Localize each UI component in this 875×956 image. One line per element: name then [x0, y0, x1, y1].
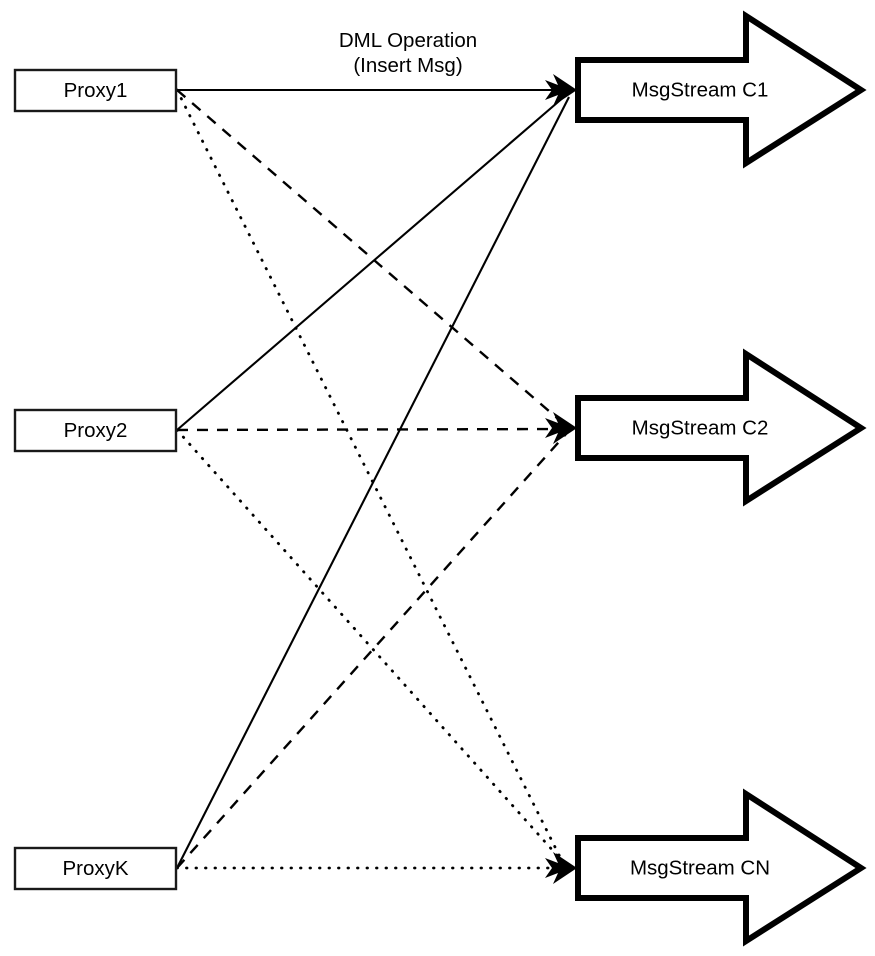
dml-operation-line2: (Insert Msg)	[353, 54, 462, 77]
arrowheads-layer	[545, 74, 577, 884]
links-layer	[175, 88, 570, 870]
link-proxyK-to-c2	[176, 433, 567, 869]
proxyk-label: ProxyK	[62, 857, 128, 880]
proxyk-box[interactable]	[13, 846, 178, 891]
arrowhead-into-c1	[545, 74, 577, 106]
link-proxy2-to-c1	[176, 95, 566, 431]
proxy2-box[interactable]	[13, 408, 178, 453]
proxy1-box[interactable]	[13, 68, 178, 113]
msgstream-cn-label: MsgStream CN	[630, 856, 770, 879]
arrowhead-into-cn	[545, 852, 577, 884]
proxy2-label: Proxy2	[64, 419, 128, 442]
link-proxyK-to-c1	[176, 96, 570, 869]
stream-node-c2[interactable]: MsgStream C2	[575, 348, 867, 507]
link-proxy1-to-cn	[175, 88, 564, 863]
proxy-node-proxyk[interactable]: ProxyK	[13, 846, 178, 891]
link-proxy2-to-cn	[175, 428, 565, 864]
stream-node-c1[interactable]: MsgStream C1	[575, 10, 867, 169]
proxy-node-proxy1[interactable]: Proxy1	[13, 68, 178, 113]
msgstream-c1-label: MsgStream C1	[632, 78, 769, 101]
msgstream-cn-arrow-shape[interactable]	[575, 788, 867, 947]
msgstream-c2-arrow-shape[interactable]	[575, 348, 867, 507]
dml-operation-line1: DML Operation	[339, 29, 477, 52]
proxy-node-proxy2[interactable]: Proxy2	[13, 408, 178, 453]
proxy1-label: Proxy1	[64, 79, 128, 102]
msgstream-c1-arrow-shape[interactable]	[575, 10, 867, 169]
dml-operation-annotation: DML Operation (Insert Msg)	[339, 29, 477, 77]
link-proxy1-to-c2	[176, 89, 565, 425]
arrowhead-into-c2	[545, 412, 577, 444]
stream-node-cn[interactable]: MsgStream CN	[575, 788, 867, 947]
link-proxy2-to-c2	[176, 427, 567, 432]
msgstream-c2-label: MsgStream C2	[632, 416, 769, 439]
